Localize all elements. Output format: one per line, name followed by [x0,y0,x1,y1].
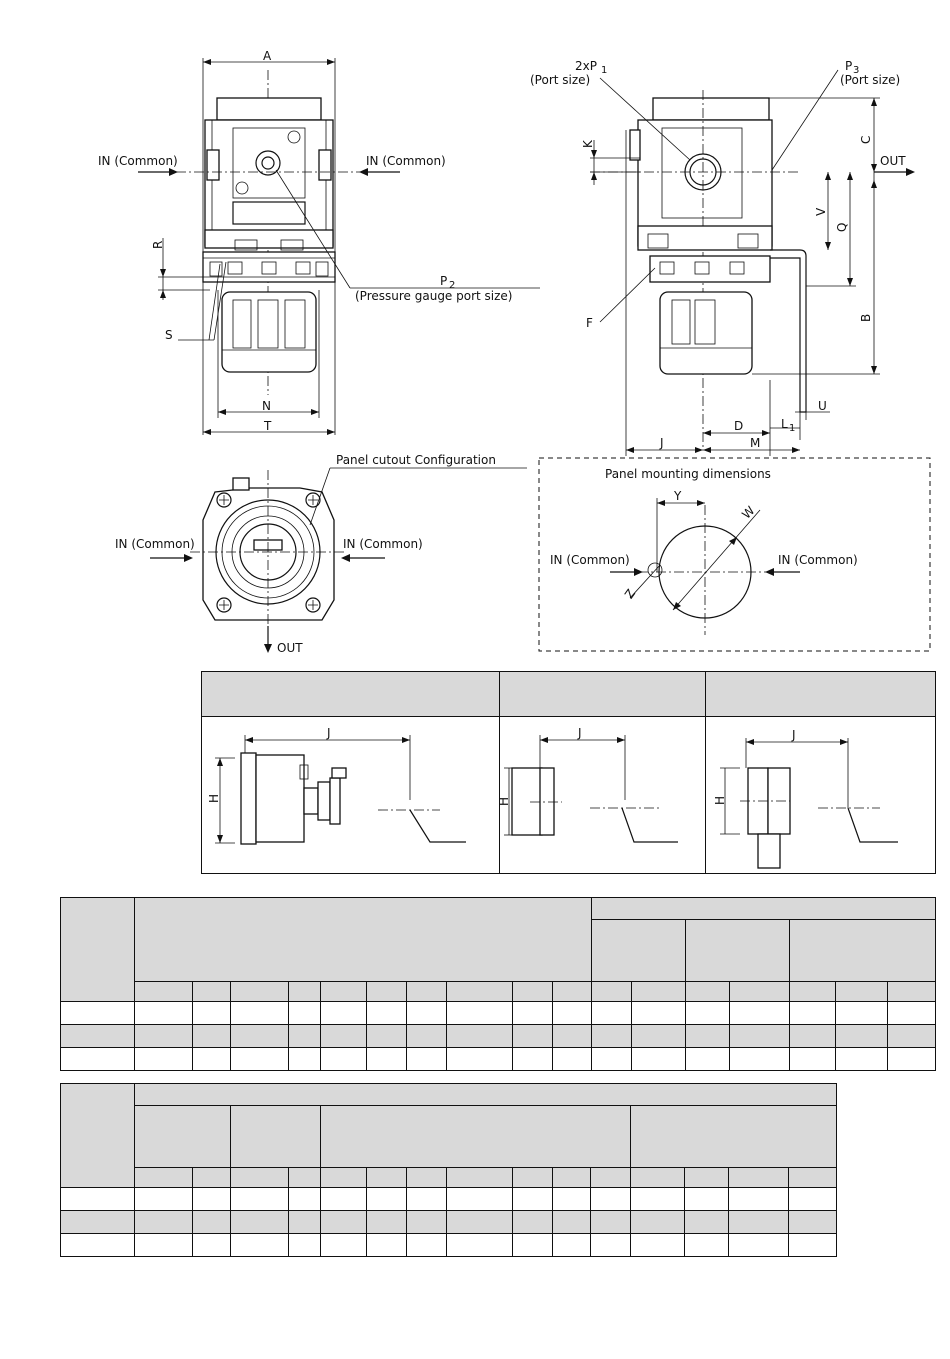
front-in-right-label: IN (Common) [366,154,446,168]
dim-n-label: N [262,399,271,413]
variant-1-header [201,671,500,717]
t2-group-2-header [230,1105,321,1168]
p3-sub: 3 [853,65,859,76]
dim-j-label: J [659,436,664,450]
variant-3-cell [705,716,936,874]
dimension-table-2 [60,1083,838,1257]
dim-d-label: D [734,419,743,433]
dim-f-label: F [586,316,593,330]
dim-a-label: A [263,49,272,63]
dim-z-label: Z [622,587,638,602]
p2-label: P [440,274,447,288]
panel-in-right-label: IN (Common) [778,553,858,567]
p3-desc: (Port size) [840,73,900,87]
bottom-in-right-label: IN (Common) [343,537,423,551]
dim-b-label: B [859,314,873,322]
p1-sub: 1 [601,65,607,76]
side-view: C B OUT V Q K 2xP 1 (Port size) P 3 [530,59,915,456]
dim-u-label: U [818,399,827,413]
variant-table [201,671,936,874]
p2-sub: 2 [449,280,455,291]
t2-model-header [60,1083,135,1188]
p2-desc: (Pressure gauge port size) [355,289,513,303]
t2-option-header [133,1083,838,1106]
front-in-left-label: IN (Common) [98,154,178,168]
t1-option-1-header [590,919,686,982]
variant-1-cell [201,716,500,874]
t1-option-3-header [788,919,937,982]
panel-cutout-caption: Panel cutout Configuration [336,453,496,467]
front-view: A [98,49,540,435]
variant-3-header [705,671,936,717]
bottom-view: IN (Common) IN (Common) OUT Panel cutout… [115,453,527,655]
panel-mount-box: Panel mounting dimensions Y W Z IN (Comm… [538,457,931,652]
p3-label: P [845,59,852,73]
dim-r-label: R [151,241,165,249]
t2-row-1 [60,1187,838,1211]
t1-option-2-header [684,919,790,982]
panel-mount-title: Panel mounting dimensions [605,467,771,481]
t2-group-4-header [629,1105,838,1168]
dim-w-label: W [739,503,757,521]
t2-group-1-header [134,1105,231,1168]
bottom-out-label: OUT [277,641,303,655]
dim-l-label: L [781,417,788,431]
dim-m-label: M [750,436,760,450]
variant-2-cell [499,716,706,874]
t1-row-1 [59,1001,937,1025]
t2-row-2 [60,1210,838,1234]
dim-k-label: K [581,139,595,148]
dim-t-label: T [263,419,272,433]
t2-row-3 [60,1233,838,1257]
t1-standard-header [134,897,592,982]
p1-desc: (Port size) [530,73,590,87]
t2-group-3-header [320,1105,631,1168]
dim-s-label: S [165,328,173,342]
t1-row-2 [59,1024,937,1048]
dim-l-sub: 1 [789,423,795,434]
dimension-table-1 [59,897,937,1071]
t1-row-3 [59,1047,937,1071]
bottom-in-left-label: IN (Common) [115,537,195,551]
t1-model-header [59,897,136,1002]
dim-q-label: Q [835,223,849,232]
panel-in-left-label: IN (Common) [550,553,630,567]
p1-label: 2xP [575,59,597,73]
side-out-label: OUT [880,154,906,168]
dim-y-label: Y [673,489,682,503]
t1-option-header [590,897,937,920]
dim-c-label: C [859,136,873,144]
variant-2-header [499,671,706,717]
dim-v-label: V [814,207,828,216]
